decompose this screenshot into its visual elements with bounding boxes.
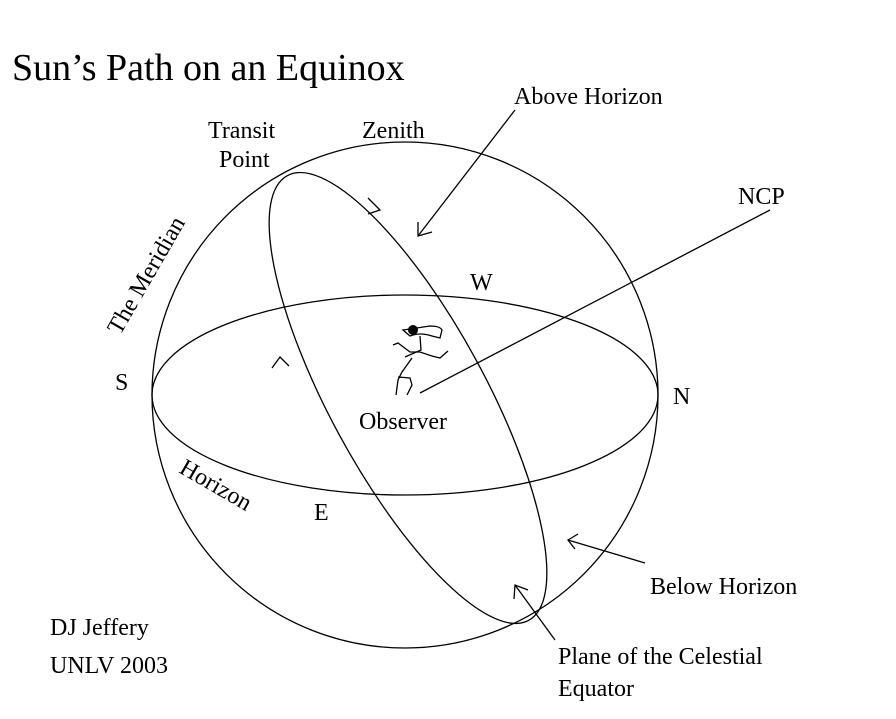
south-label: S	[115, 370, 128, 396]
west-label: W	[470, 270, 493, 296]
celestial-equator-ellipse	[268, 171, 548, 625]
transit-point-label: Transit	[208, 118, 275, 144]
diagram-title: Sun’s Path on an Equinox	[12, 47, 405, 89]
zenith-label: Zenith	[362, 118, 425, 144]
path-direction-arrowhead	[271, 356, 290, 369]
below-horizon-arrow	[567, 533, 646, 564]
author-label: DJ Jeffery	[50, 615, 149, 641]
observer-figure	[392, 325, 449, 396]
east-label: E	[314, 500, 329, 526]
horizon-ellipse	[151, 294, 659, 496]
above-horizon-arrow	[417, 109, 516, 237]
celestial-equator-label: Plane of the Celestial	[558, 644, 763, 670]
path-direction-arrowhead	[367, 197, 382, 215]
celestial-equator-label: Equator	[558, 676, 634, 702]
ncp-label: NCP	[738, 184, 785, 210]
above-horizon-label: Above Horizon	[514, 84, 663, 110]
below-horizon-label: Below Horizon	[650, 574, 797, 600]
observer-eye	[408, 325, 418, 335]
meridian-label: The Meridian	[103, 212, 191, 339]
ncp-line	[419, 209, 771, 394]
observer-label: Observer	[359, 409, 447, 435]
transit-point-label: Point	[219, 147, 270, 173]
horizon-label: Horizon	[175, 455, 256, 517]
equator-arrow	[513, 584, 556, 641]
celestial-sphere	[151, 141, 659, 649]
north-label: N	[673, 384, 690, 410]
affiliation-label: UNLV 2003	[50, 653, 168, 679]
